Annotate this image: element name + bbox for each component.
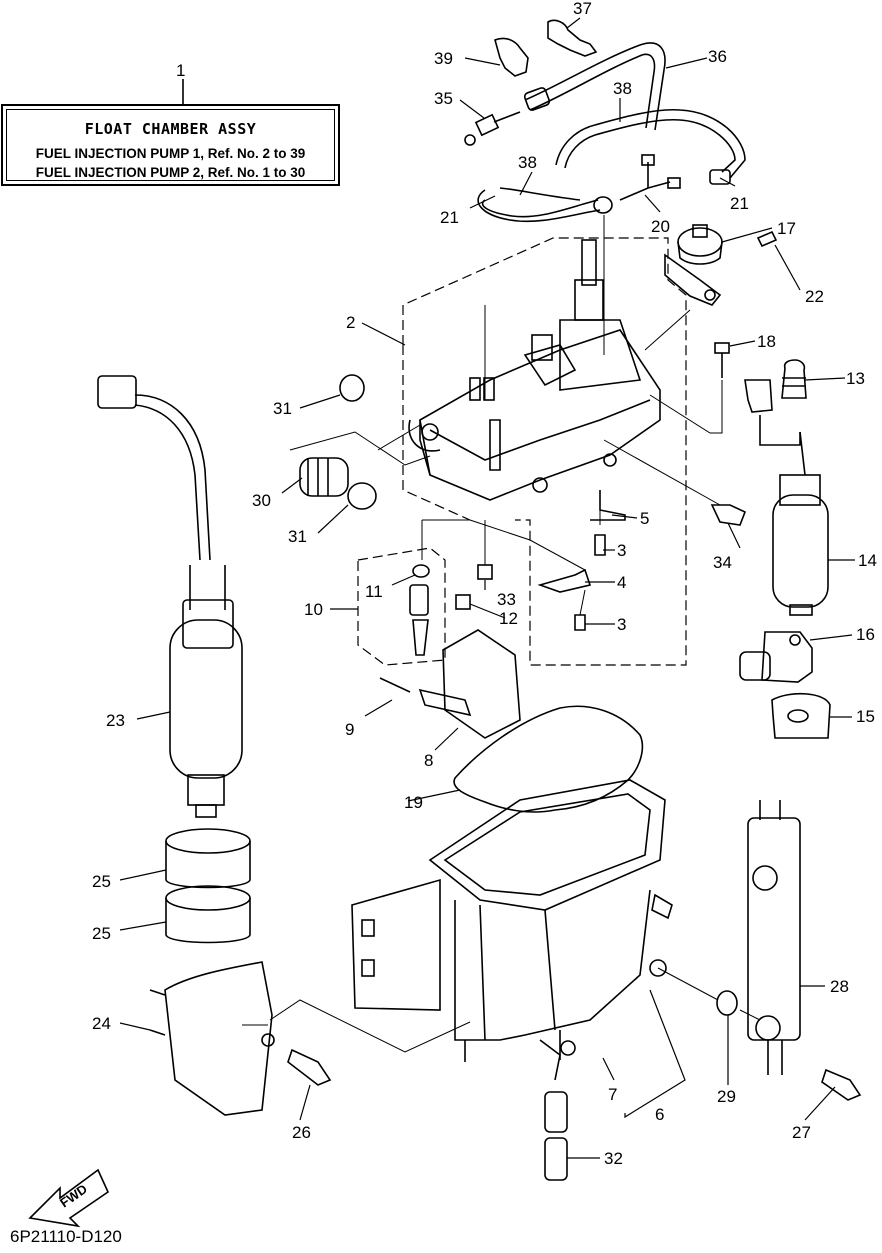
gasket-19 [453, 705, 644, 813]
callout-13: 13 [846, 369, 865, 388]
rings-25 [165, 828, 251, 944]
callout-18: 18 [757, 332, 776, 351]
callout-25a: 25 [92, 872, 111, 891]
callout-leaders [119, 17, 855, 1159]
callout-37: 37 [573, 0, 592, 18]
callout-21b: 21 [730, 194, 749, 213]
applicability-line-1: FUEL INJECTION PUMP 1, Ref. No. 2 to 39 [35, 146, 306, 161]
callout-16: 16 [856, 625, 875, 644]
callout-4: 4 [617, 573, 626, 592]
callout-33: 33 [497, 590, 516, 609]
callout-14: 14 [858, 551, 877, 570]
fwd-arrow: FWD [28, 1168, 110, 1228]
callout-34: 34 [713, 553, 732, 572]
callout-32: 32 [604, 1149, 623, 1168]
callout-8: 8 [424, 751, 433, 770]
assembly-outline-dashed [357, 237, 687, 666]
callout-2: 2 [346, 313, 355, 332]
callout-19: 19 [404, 793, 423, 812]
callout-21a: 21 [440, 208, 459, 227]
callout-15: 15 [856, 707, 875, 726]
pressure-regulator [677, 224, 807, 446]
callout-25b: 25 [92, 924, 111, 943]
callout-20: 20 [651, 217, 670, 236]
fuel-pump-14 [772, 431, 829, 616]
callout-22: 22 [805, 287, 824, 306]
callout-17: 17 [777, 219, 796, 238]
callout-7: 7 [608, 1085, 617, 1104]
float-chamber [351, 779, 673, 1081]
title-box-inner: FLOAT CHAMBER ASSY FUEL INJECTION PUMP 1… [6, 109, 335, 181]
callout-24: 24 [92, 1014, 111, 1033]
callout-31b: 31 [288, 527, 307, 546]
title-box: FLOAT CHAMBER ASSY FUEL INJECTION PUMP 1… [1, 104, 340, 186]
callout-1: 1 [176, 61, 185, 80]
fuel-pump-23 [97, 375, 243, 818]
callout-10: 10 [304, 600, 323, 619]
callout-29: 29 [717, 1087, 736, 1106]
filter-and-damper [739, 631, 831, 739]
fwd-label: FWD [57, 1181, 90, 1210]
callout-31a: 31 [273, 399, 292, 418]
callout-35: 35 [434, 89, 453, 108]
diagram-code: 6P21110-D120 [10, 1227, 122, 1246]
callout-36: 36 [708, 47, 727, 66]
callout-11: 11 [365, 582, 383, 601]
small-components [299, 374, 747, 656]
callout-23: 23 [106, 711, 125, 730]
callout-39: 39 [434, 49, 453, 68]
callout-3b: 3 [617, 615, 626, 634]
bracket-24 [149, 961, 332, 1116]
reference-lines [242, 215, 761, 1053]
callout-38b: 38 [518, 153, 537, 172]
hose-32 [544, 1091, 568, 1181]
connector-8 [379, 629, 521, 739]
pump-housing [408, 239, 722, 501]
callout-12: 12 [499, 609, 518, 628]
callout-26: 26 [292, 1123, 311, 1142]
callout-3a: 3 [617, 541, 626, 560]
callout-27: 27 [792, 1123, 811, 1142]
callout-38a: 38 [613, 79, 632, 98]
callout-9: 9 [345, 720, 354, 739]
fuel-hoses [464, 19, 746, 223]
applicability-line-2: FUEL INJECTION PUMP 2, Ref. No. 1 to 30 [35, 165, 306, 180]
callout-30: 30 [252, 491, 271, 510]
fuel-filter-28 [716, 800, 862, 1101]
callout-5: 5 [640, 509, 649, 528]
callout-6: 6 [655, 1105, 664, 1124]
callout-28: 28 [830, 977, 849, 996]
callout-numbers: 1 2 3 3 4 5 6 7 8 9 10 11 12 13 14 15 16… [92, 0, 877, 1168]
assembly-title: FLOAT CHAMBER ASSY [84, 120, 257, 138]
